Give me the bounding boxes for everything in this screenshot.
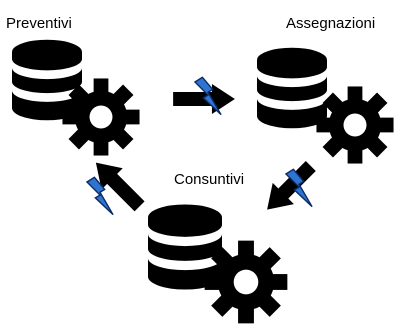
gear-icon (316, 86, 394, 164)
node-label-consuntivi: Consuntivi (174, 171, 244, 188)
flow-arrow-consuntivi-preventivi (85, 152, 151, 217)
node-consuntivi: Consuntivi (148, 171, 288, 324)
gear-icon (62, 78, 140, 156)
node-preventivi: Preventivi (6, 15, 140, 156)
gear-icon (204, 240, 288, 324)
node-assegnazioni: Assegnazioni (257, 15, 394, 164)
node-label-assegnazioni: Assegnazioni (286, 15, 375, 32)
node-label-preventivi: Preventivi (6, 15, 72, 32)
flow-arrow-preventivi-assegnazioni (173, 76, 235, 116)
database-icon (12, 39, 82, 121)
arrow-down-left-icon (256, 155, 322, 221)
flow-arrow-assegnazioni-consuntivi (256, 155, 322, 221)
database-icon (257, 47, 327, 129)
